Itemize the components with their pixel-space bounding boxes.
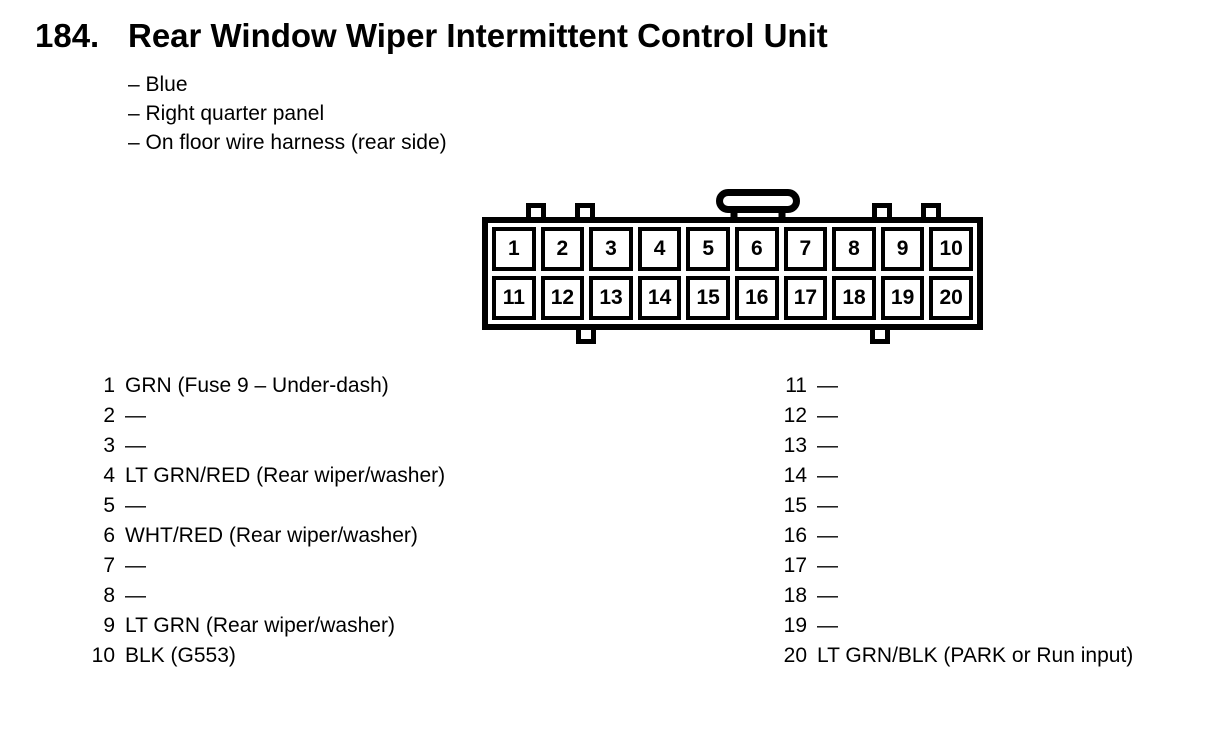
connector-cell: 9 xyxy=(880,227,925,271)
connector-cell: 2 xyxy=(540,227,585,271)
pin-label: BLK (G553) xyxy=(125,644,236,667)
pin-row: 20 LT GRN/BLK (PARK or Run input) xyxy=(752,641,1134,671)
connector-cell: 1 xyxy=(492,227,536,271)
mount-tab-bottom-1 xyxy=(576,330,596,344)
connector-details: – Blue – Right quarter panel – On floor … xyxy=(128,70,447,157)
connector-cell: 5 xyxy=(686,227,730,271)
pin-number: 4 xyxy=(103,464,115,487)
pin-row: 2 — xyxy=(60,401,445,431)
pin-label: LT GRN (Rear wiper/washer) xyxy=(125,614,395,637)
connector-cell: 14 xyxy=(637,276,682,320)
pin-list-left: 1 GRN (Fuse 9 – Under-dash) 2 — 3 — 4 LT… xyxy=(60,371,446,671)
connector-cell: 17 xyxy=(783,276,828,320)
pin-number: 16 xyxy=(783,524,807,547)
connector-cell: 6 xyxy=(734,227,779,271)
pin-label: — xyxy=(125,584,146,607)
pin-row: 13 — xyxy=(752,431,1133,461)
pin-number: 14 xyxy=(783,464,807,487)
pin-number: 17 xyxy=(783,554,807,577)
pin-label: — xyxy=(817,464,838,487)
pin-row: 17 — xyxy=(752,551,1133,581)
pin-number: 18 xyxy=(783,584,807,607)
pin-number: 11 xyxy=(785,374,807,397)
pin-label: LT GRN/RED (Rear wiper/washer) xyxy=(125,464,446,487)
pin-label: — xyxy=(817,554,838,577)
pin-label: — xyxy=(817,584,838,607)
pin-row: 1 GRN (Fuse 9 – Under-dash) xyxy=(60,371,445,401)
connector-cell: 8 xyxy=(832,227,876,271)
pin-label: — xyxy=(817,524,838,547)
section-title: Rear Window Wiper Intermittent Control U… xyxy=(128,17,828,54)
pin-number: 12 xyxy=(783,404,807,427)
pin-number: 6 xyxy=(103,524,115,547)
pin-number: 15 xyxy=(783,494,807,517)
pin-number: 8 xyxy=(103,584,115,607)
pin-label: — xyxy=(125,434,146,457)
pin-row: 8 — xyxy=(60,581,445,611)
connector-cell: 18 xyxy=(832,276,876,320)
pin-number: 5 xyxy=(103,494,115,517)
pin-label: — xyxy=(817,434,838,457)
connector-cell: 3 xyxy=(589,227,633,271)
pin-number: 20 xyxy=(783,644,807,667)
pin-number: 10 xyxy=(91,644,115,667)
mount-tab-top-3 xyxy=(872,203,892,217)
mount-tab-top-1 xyxy=(526,203,546,217)
section-number: 184. xyxy=(35,17,100,54)
pin-row: 12 — xyxy=(752,401,1133,431)
connector-cell: 4 xyxy=(637,227,682,271)
pin-row: 9 LT GRN (Rear wiper/washer) xyxy=(60,611,445,641)
pin-row: 7 — xyxy=(60,551,445,581)
pin-row: 10 BLK (G553) xyxy=(60,641,445,671)
pin-label: — xyxy=(817,404,838,427)
pin-row: 16 — xyxy=(752,521,1133,551)
pin-number: 7 xyxy=(103,554,115,577)
pin-number: 2 xyxy=(103,404,115,427)
connector-cell: 7 xyxy=(783,227,828,271)
pin-label: WHT/RED (Rear wiper/washer) xyxy=(125,524,418,547)
connector-cell: 13 xyxy=(589,276,633,320)
mount-tab-bottom-2 xyxy=(870,330,890,344)
pin-number: 1 xyxy=(103,374,115,397)
pin-row: 18 — xyxy=(752,581,1133,611)
pin-number: 19 xyxy=(783,614,807,637)
pin-row: 5 — xyxy=(60,491,445,521)
pin-row: 11 — xyxy=(752,371,1133,401)
detail-location: – Right quarter panel xyxy=(128,102,325,125)
pin-label: GRN (Fuse 9 – Under-dash) xyxy=(125,374,389,397)
pin-label: — xyxy=(125,404,146,427)
mount-tab-top-2 xyxy=(575,203,595,217)
connector-cell: 12 xyxy=(540,276,585,320)
pin-label: — xyxy=(817,614,838,637)
pin-label: — xyxy=(125,494,146,517)
pin-number: 13 xyxy=(783,434,807,457)
pin-row: 3 — xyxy=(60,431,445,461)
connector-cell: 15 xyxy=(686,276,730,320)
pin-label: — xyxy=(125,554,146,577)
connector-cell: 20 xyxy=(929,276,973,320)
pin-row: 15 — xyxy=(752,491,1133,521)
pin-label: LT GRN/BLK (PARK or Run input) xyxy=(817,644,1134,667)
pin-number: 3 xyxy=(103,434,115,457)
pin-label: — xyxy=(817,374,838,397)
pin-row: 19 — xyxy=(752,611,1133,641)
pin-row: 4 LT GRN/RED (Rear wiper/washer) xyxy=(60,461,445,491)
pin-row: 14 — xyxy=(752,461,1133,491)
connector-cell: 16 xyxy=(734,276,779,320)
connector-cell: 10 xyxy=(929,227,973,271)
connector-cell: 19 xyxy=(880,276,925,320)
detail-harness: – On floor wire harness (rear side) xyxy=(128,131,447,154)
page-title: 184. Rear Window Wiper Intermittent Cont… xyxy=(35,18,828,54)
connector-body: 1 2 3 4 5 6 7 8 9 10 11 12 13 14 15 16 1… xyxy=(482,189,983,344)
detail-color: – Blue xyxy=(128,73,188,96)
mount-tab-top-4 xyxy=(921,203,941,217)
pin-list-right: 11 — 12 — 13 — 14 — 15 — 16 — 17 — 18 — … xyxy=(752,371,1134,671)
pin-row: 6 WHT/RED (Rear wiper/washer) xyxy=(60,521,445,551)
pin-label: — xyxy=(817,494,838,517)
connector-cell: 11 xyxy=(492,276,536,320)
connector-latch-icon xyxy=(716,189,800,223)
pin-number: 9 xyxy=(103,614,115,637)
